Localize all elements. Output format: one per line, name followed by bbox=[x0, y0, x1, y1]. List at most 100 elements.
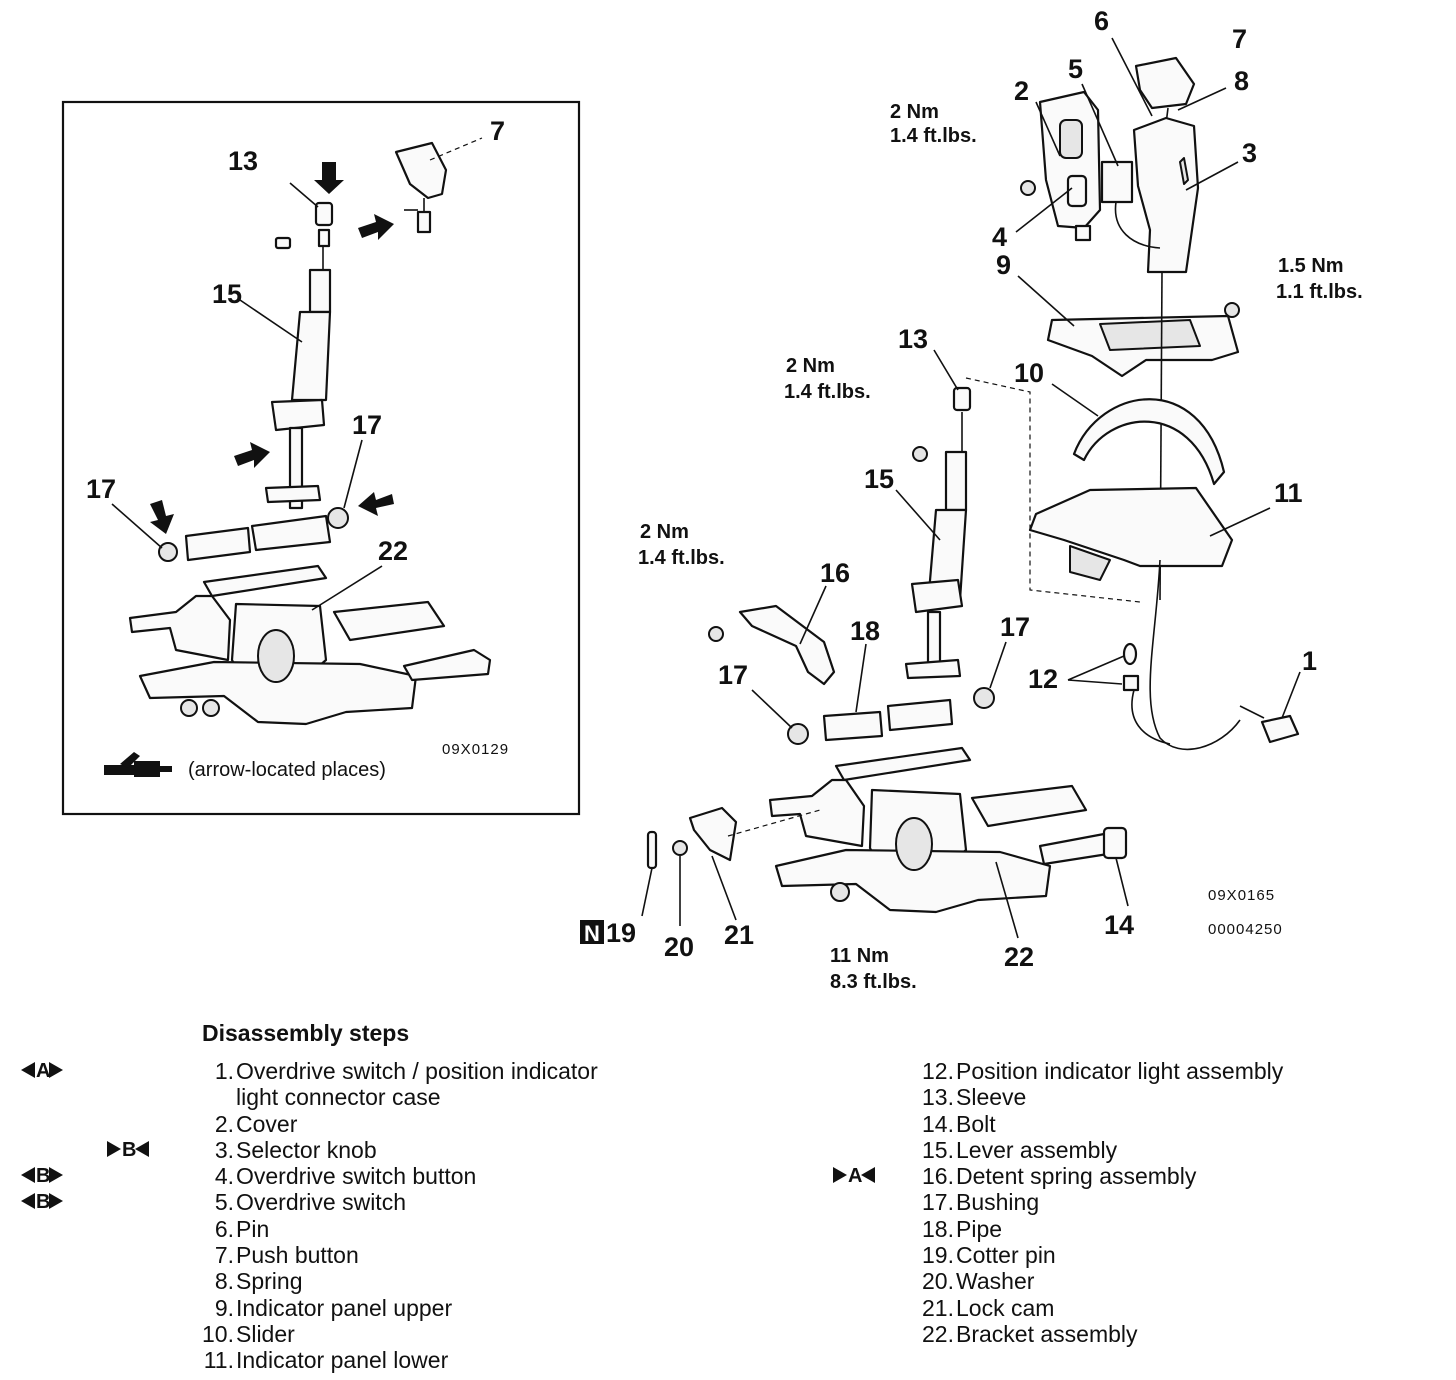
callout-7: 7 bbox=[1232, 24, 1247, 54]
step-text: Bolt bbox=[956, 1110, 996, 1137]
cover-part bbox=[1038, 90, 1102, 230]
lever-bolt bbox=[912, 446, 928, 462]
bracket-nut bbox=[830, 882, 850, 902]
torque-spec-cover-ftlbs: 1.4 ft.lbs. bbox=[890, 125, 977, 147]
step-number: 7. bbox=[214, 1242, 234, 1269]
assembly-dashed-line bbox=[965, 377, 1141, 603]
step-text: Overdrive switch / position indicator bbox=[236, 1058, 598, 1084]
callout-10: 10 bbox=[1014, 358, 1044, 388]
callout-4: 4 bbox=[992, 222, 1007, 252]
detent-spring-part bbox=[708, 585, 836, 686]
main-exploded-view: 6 7 8 5 2 3 4 9 10 11 13 15 16 18 17 17 … bbox=[580, 6, 1363, 993]
callout-22: 22 bbox=[1004, 942, 1034, 972]
slider-part bbox=[1072, 398, 1226, 486]
step-text: Indicator panel upper bbox=[236, 1294, 453, 1321]
new-part-badge-letter: N bbox=[584, 921, 600, 946]
step-number: 21. bbox=[922, 1294, 954, 1321]
step-item: 6.Pin bbox=[186, 1216, 746, 1242]
step-text: Lever assembly bbox=[956, 1136, 1118, 1163]
document-code: 00004250 bbox=[1208, 921, 1283, 938]
torque-spec-detent-nm: 2 Nm bbox=[640, 521, 689, 543]
callout-17-right: 17 bbox=[1000, 612, 1030, 642]
torque-spec-lever: 2 Nm 1.4 ft.lbs. bbox=[784, 355, 871, 403]
step-text: Slider bbox=[236, 1320, 295, 1347]
step-text: Indicator panel lower bbox=[236, 1347, 449, 1374]
step-item: 22.Bracket assembly bbox=[906, 1321, 1426, 1347]
callout-2: 2 bbox=[1014, 76, 1029, 106]
step-number: 14. bbox=[922, 1110, 954, 1137]
inset-callout-22: 22 bbox=[378, 536, 408, 566]
step-text: Cover bbox=[236, 1110, 298, 1137]
step-item: 7.Push button bbox=[186, 1242, 746, 1268]
inset-callout-7: 7 bbox=[490, 116, 505, 146]
step-number: 17. bbox=[922, 1189, 954, 1216]
connector-case-part bbox=[1239, 671, 1301, 744]
service-mark-b: B bbox=[20, 1163, 64, 1189]
torque-spec-bracket-nm: 11 Nm bbox=[830, 945, 889, 967]
torque-spec-bracket-ftlbs: 8.3 ft.lbs. bbox=[830, 971, 917, 993]
torque-spec-detent: 2 Nm 1.4 ft.lbs. bbox=[638, 521, 725, 569]
main-figure-code: 09X0165 bbox=[1208, 887, 1275, 904]
grease-gun-icon bbox=[104, 752, 172, 777]
step-text: Bushing bbox=[956, 1189, 1040, 1216]
indicator-light-wire bbox=[1131, 689, 1171, 745]
cover-bolt bbox=[1020, 180, 1036, 196]
step-number: 18. bbox=[922, 1215, 954, 1242]
step-number: 6. bbox=[214, 1215, 234, 1242]
callout-6: 6 bbox=[1094, 6, 1109, 36]
step-item: 11.Indicator panel lower bbox=[186, 1347, 746, 1373]
callout-11: 11 bbox=[1274, 478, 1303, 508]
step-item: 19.Cotter pin bbox=[906, 1242, 1426, 1268]
step-text: Selector knob bbox=[236, 1136, 377, 1163]
step-number: 13. bbox=[922, 1084, 954, 1111]
step-text: Detent spring assembly bbox=[956, 1163, 1197, 1190]
step-item: 10.Slider bbox=[186, 1321, 746, 1347]
step-number: 8. bbox=[214, 1268, 234, 1295]
service-mark-a: A bbox=[832, 1163, 876, 1189]
step-text: Lock cam bbox=[956, 1294, 1055, 1321]
torque-spec-bracket: 11 Nm 8.3 ft.lbs. bbox=[830, 945, 917, 993]
inset-note: (arrow-located places) bbox=[188, 759, 386, 781]
inset-push-button bbox=[394, 137, 483, 234]
step-item: 2.Cover bbox=[186, 1111, 746, 1137]
position-indicator-light-part bbox=[1067, 642, 1140, 692]
inset-figure-code: 09X0129 bbox=[442, 741, 509, 758]
step-text: light connector case bbox=[236, 1084, 441, 1111]
step-text: Overdrive switch button bbox=[236, 1163, 477, 1190]
step-item: 9.Indicator panel upper bbox=[186, 1295, 746, 1321]
service-mark-a: A bbox=[20, 1058, 64, 1084]
inset-pipes bbox=[111, 439, 363, 562]
step-item: 21.Lock cam bbox=[906, 1295, 1426, 1321]
callout-leaders bbox=[1015, 83, 1271, 537]
step-item: 18.Pipe bbox=[906, 1216, 1426, 1242]
step-number: 2. bbox=[214, 1110, 234, 1137]
callout-15: 15 bbox=[864, 464, 894, 494]
bracket-assembly-part bbox=[768, 746, 1088, 939]
lock-cam-parts bbox=[641, 806, 821, 926]
callout-1: 1 bbox=[1302, 646, 1317, 676]
step-item: 13.Sleeve bbox=[906, 1084, 1426, 1110]
overdrive-switch-button-part bbox=[1066, 174, 1088, 208]
torque-spec-lever-ftlbs: 1.4 ft.lbs. bbox=[784, 381, 871, 403]
step-number: 11. bbox=[203, 1347, 234, 1374]
callout-18: 18 bbox=[850, 616, 880, 646]
torque-spec-cover-nm: 2 Nm bbox=[890, 101, 939, 123]
step-number: 20. bbox=[922, 1268, 954, 1295]
overdrive-switch-part bbox=[1074, 160, 1161, 249]
indicator-panel-upper-part bbox=[1046, 314, 1240, 378]
inset-lever-assembly bbox=[239, 246, 332, 510]
service-mark-b: B bbox=[20, 1189, 64, 1215]
inset-callout-17-left: 17 bbox=[86, 474, 116, 504]
step-text: Push button bbox=[236, 1242, 359, 1269]
step-text: Washer bbox=[956, 1268, 1035, 1295]
step-text: Pipe bbox=[956, 1215, 1003, 1242]
pipes-and-bushings bbox=[751, 641, 1007, 745]
step-number: 15. bbox=[922, 1136, 954, 1163]
torque-spec-panel-nm: 1.5 Nm bbox=[1278, 255, 1344, 277]
